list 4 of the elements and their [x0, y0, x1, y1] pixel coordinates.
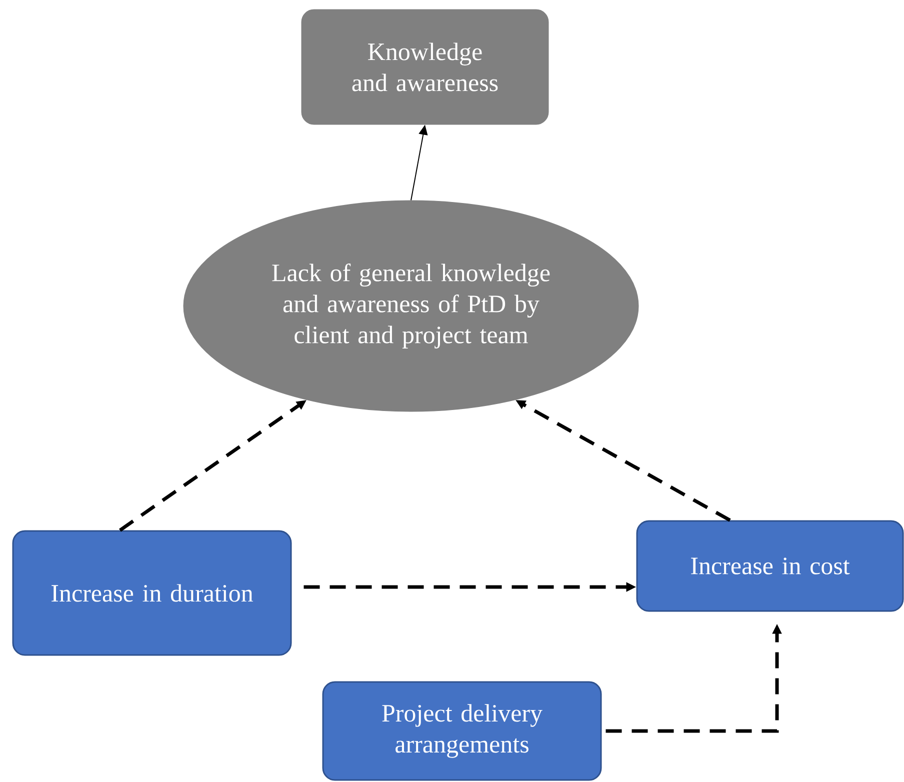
process-box: Project delivery arrangements — [322, 681, 602, 781]
process-box: Knowledge and awareness — [301, 9, 549, 125]
process-box: Increase in duration — [12, 530, 292, 656]
process-box: Increase in cost — [636, 520, 904, 612]
